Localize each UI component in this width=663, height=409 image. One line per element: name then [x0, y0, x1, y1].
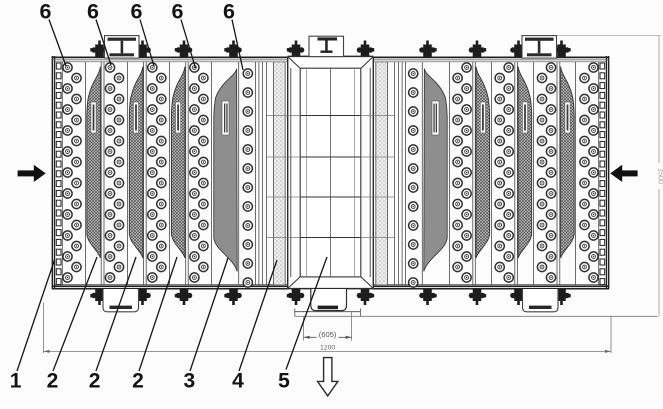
svg-text:3: 3: [183, 369, 195, 392]
svg-text:2: 2: [132, 369, 144, 392]
svg-text:5: 5: [278, 369, 290, 392]
svg-text:6: 6: [172, 0, 184, 23]
svg-text:(605): (605): [319, 330, 337, 339]
svg-text:1200: 1200: [320, 345, 335, 352]
svg-text:2: 2: [89, 369, 101, 392]
svg-text:1: 1: [10, 369, 22, 392]
svg-text:4: 4: [232, 369, 244, 392]
svg-text:2: 2: [47, 369, 59, 392]
svg-text:6: 6: [87, 0, 99, 23]
svg-text:6: 6: [131, 0, 143, 23]
svg-text:1500: 1500: [657, 168, 663, 184]
svg-text:6: 6: [40, 0, 52, 23]
svg-text:6: 6: [223, 0, 235, 23]
